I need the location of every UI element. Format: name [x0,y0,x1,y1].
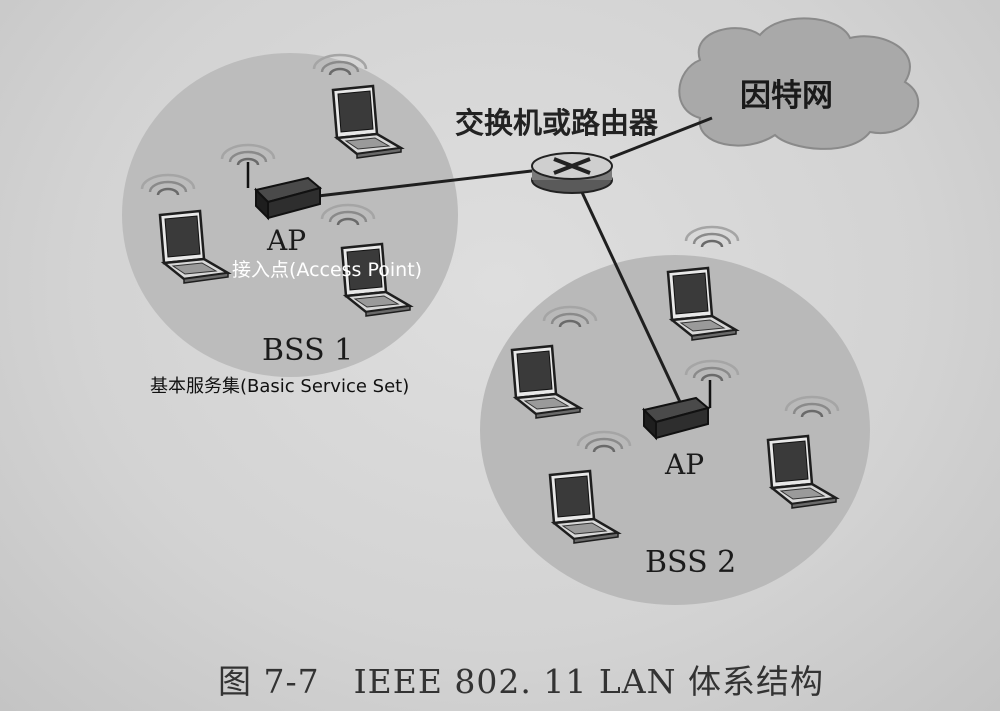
bss2-label: BSS 2 [645,545,737,580]
ap2-device-icon [643,380,712,439]
link-router-internet [609,116,713,160]
bss1-ap-label: AP [267,224,307,257]
ap1-device-icon [246,162,321,219]
figure-caption: 图 7-7 IEEE 802. 11 LAN 体系结构 [218,662,824,701]
link-router-ap2 [578,187,682,403]
internet-label: 因特网 [740,78,833,114]
ap-annotation: 接入点(Access Point) [232,259,423,281]
bss1-label: BSS 1 [262,333,354,368]
internet-cloud [678,17,920,150]
bss-annotation: 基本服务集(Basic Service Set) [150,376,410,397]
bss2-ap-label: AP [665,448,705,481]
link-ap1-router [317,168,541,198]
router-icon [531,152,613,194]
router-label: 交换机或路由器 [455,106,659,140]
